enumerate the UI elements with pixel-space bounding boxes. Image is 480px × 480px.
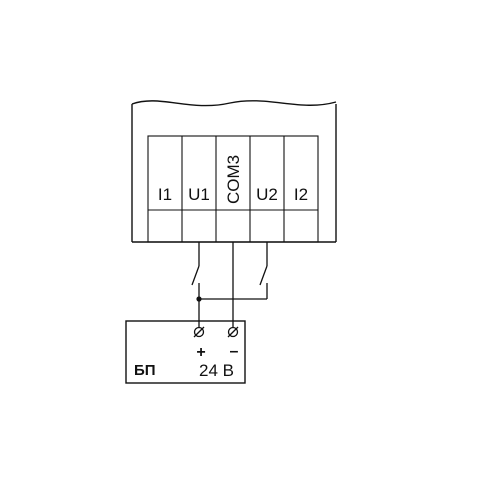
junction-dot [196, 296, 202, 302]
terminal-label-com3: COM3 [224, 155, 243, 204]
psu-plus-sign: + [196, 344, 205, 361]
housing-break-line [131, 100, 337, 107]
psu-name: БП [134, 362, 156, 379]
power-supply: + – БП 24 В [125, 320, 246, 384]
psu-minus-sign: – [230, 343, 239, 360]
switch-u2 [259, 265, 268, 286]
terminal-label-i2: I2 [294, 185, 308, 204]
terminal-label-u2: U2 [256, 185, 278, 204]
terminal-label-u1: U1 [188, 185, 210, 204]
psu-terminal-plus-slash [193, 326, 205, 338]
psu-terminal-minus-slash [227, 326, 239, 338]
terminal-label-i1: I1 [158, 185, 172, 204]
power-supply-outline [125, 320, 246, 384]
psu-voltage: 24 В [199, 361, 234, 380]
switch-u1 [191, 265, 200, 286]
wiring [191, 242, 268, 328]
